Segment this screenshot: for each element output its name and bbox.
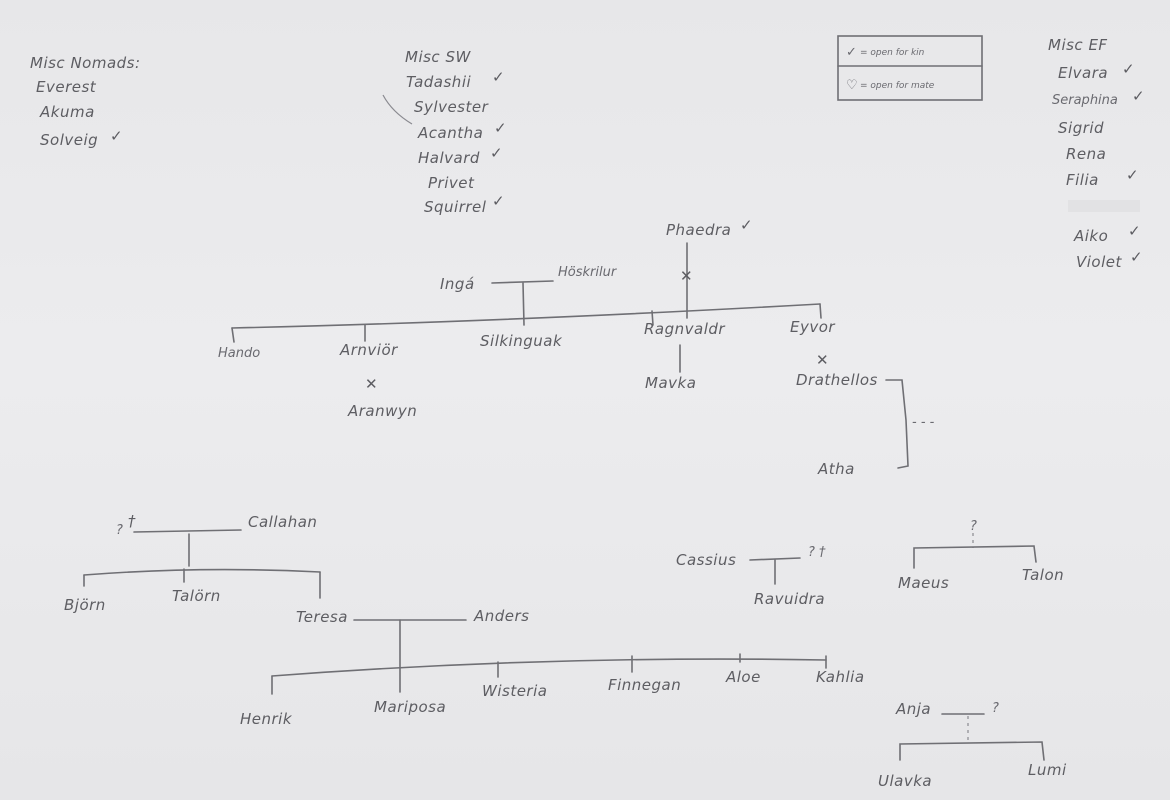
person-henrik: Henrik bbox=[240, 710, 293, 728]
tree-line bbox=[819, 303, 822, 319]
person-ravuidra: Ravuidra bbox=[754, 590, 825, 608]
legend-mate-label: = open for mate bbox=[860, 81, 935, 91]
list-item-name: Tadashii bbox=[406, 73, 471, 91]
misc-nomads-title: Misc Nomads: bbox=[30, 54, 141, 72]
list-item-name: Privet bbox=[428, 174, 475, 192]
person-bjorn: Björn bbox=[64, 596, 106, 614]
legend-box: ✓ = open for kin ♡ = open for mate bbox=[837, 35, 983, 101]
tree-bracket bbox=[885, 379, 909, 469]
check-mark: ✓ bbox=[494, 119, 507, 137]
person-phaedra: Phaedra bbox=[666, 221, 731, 239]
check-mark: ✓ bbox=[1130, 248, 1143, 266]
misc-sw-title: Misc SW bbox=[405, 48, 471, 66]
tree-line bbox=[271, 658, 827, 677]
legend-kin-symbol: ✓ bbox=[846, 45, 857, 60]
person-ragnvaldr: Ragnvaldr bbox=[644, 320, 725, 338]
person-wisteria: Wisteria bbox=[482, 682, 547, 700]
misc-sw-list: Misc SW Tadashii ✓ Sylvester Acantha ✓ H… bbox=[382, 48, 507, 216]
person-silkinguak: Silkinguak bbox=[480, 332, 563, 350]
person-mariposa: Mariposa bbox=[374, 698, 446, 716]
person-maeus: Maeus bbox=[898, 574, 949, 592]
person-teresa: Teresa bbox=[296, 608, 348, 626]
mate-cross-mark: ✕ bbox=[365, 375, 378, 393]
tree-line bbox=[83, 568, 321, 576]
check-mark: ✓ bbox=[110, 127, 123, 145]
legend-mate-symbol: ♡ bbox=[846, 78, 858, 93]
person-inga: Ingá bbox=[440, 275, 475, 293]
person-aranwyn: Aranwyn bbox=[347, 402, 417, 420]
legend-kin-label: = open for kin bbox=[860, 48, 925, 58]
unknown-partner: ? bbox=[992, 701, 999, 716]
unknown-parent: ? bbox=[116, 523, 123, 538]
person-callahan: Callahan bbox=[248, 513, 317, 531]
list-item-name: Halvard bbox=[418, 149, 480, 167]
misc-nomads-list: Misc Nomads: Everest Akuma Solveig ✓ bbox=[30, 54, 141, 149]
person-aloe: Aloe bbox=[725, 668, 761, 686]
tree-line bbox=[913, 545, 1037, 569]
person-talorn: Talörn bbox=[172, 587, 221, 605]
list-item-name: Everest bbox=[36, 78, 97, 96]
unknown-parent: ? bbox=[970, 519, 977, 534]
tree-line bbox=[133, 529, 242, 533]
list-item-name: Acantha bbox=[417, 124, 483, 142]
person-atha: Atha bbox=[817, 460, 855, 478]
family-tree-middle: Cassius ? † Ravuidra bbox=[676, 545, 826, 608]
tree-line bbox=[749, 557, 801, 561]
person-talon: Talon bbox=[1022, 566, 1064, 584]
list-item-name: Elvara bbox=[1058, 64, 1108, 82]
person-anders: Anders bbox=[473, 607, 530, 625]
check-mark: ✓ bbox=[1122, 60, 1135, 78]
person-kahlia: Kahlia bbox=[816, 668, 865, 686]
tree-line bbox=[899, 741, 1045, 761]
person-mavka: Mavka bbox=[645, 374, 696, 392]
family-tree-right: ? Maeus Talon Anja ? Ulavka Lumi bbox=[878, 519, 1067, 790]
list-item-name: Seraphina bbox=[1052, 93, 1118, 108]
check-mark: ✓ bbox=[492, 192, 505, 210]
unknown-partner: ? † bbox=[808, 545, 826, 560]
list-item-name: Squirrel bbox=[424, 198, 487, 216]
deceased-mark: † bbox=[128, 512, 136, 530]
misc-ef-title: Misc EF bbox=[1048, 36, 1108, 54]
pencil-stroke bbox=[382, 94, 413, 125]
check-mark: ✓ bbox=[1126, 166, 1139, 184]
list-item-name: Filia bbox=[1066, 171, 1099, 189]
tree-line bbox=[231, 303, 821, 329]
check-mark: ✓ bbox=[492, 68, 505, 86]
legend-frame bbox=[837, 35, 983, 101]
check-mark: ✓ bbox=[1132, 87, 1145, 105]
mate-cross-mark: ✕ bbox=[680, 267, 693, 285]
list-item-name: Violet bbox=[1076, 253, 1123, 271]
misc-ef-list: Misc EF Elvara ✓ Seraphina ✓ Sigrid Rena… bbox=[1048, 36, 1145, 271]
check-mark: ✓ bbox=[490, 144, 503, 162]
continuation-dots: - - - bbox=[912, 415, 935, 430]
list-item-name: Sigrid bbox=[1058, 119, 1104, 137]
list-item-name: Akuma bbox=[39, 103, 95, 121]
list-item-name: Rena bbox=[1066, 145, 1106, 163]
person-arnvior: Arnviör bbox=[339, 341, 398, 359]
list-item-name: Aiko bbox=[1073, 227, 1108, 245]
person-drathellos: Drathellos bbox=[796, 371, 878, 389]
person-anja: Anja bbox=[895, 700, 931, 718]
person-lumi: Lumi bbox=[1028, 761, 1067, 779]
person-hoskuldur: Höskrilur bbox=[558, 265, 618, 280]
person-finnegan: Finnegan bbox=[608, 676, 681, 694]
check-mark: ✓ bbox=[740, 216, 753, 234]
tree-line bbox=[491, 280, 554, 284]
check-mark: ✓ bbox=[1128, 222, 1141, 240]
mate-cross-mark: ✕ bbox=[816, 351, 829, 369]
tree-line bbox=[231, 327, 235, 343]
family-tree-top: Phaedra ✓ ✕ Ingá Höskrilur Hando Arnviör… bbox=[218, 216, 935, 478]
list-item-name: Solveig bbox=[40, 131, 98, 149]
person-ulavka: Ulavka bbox=[878, 772, 932, 790]
list-item-name: Sylvester bbox=[414, 98, 489, 116]
person-eyvor: Eyvor bbox=[790, 318, 835, 336]
erased-entry bbox=[1068, 200, 1140, 212]
family-tree-left: ? † Callahan Björn Talörn Teresa Anders … bbox=[64, 512, 865, 728]
tree-line bbox=[651, 310, 654, 326]
person-cassius: Cassius bbox=[676, 551, 736, 569]
person-hando: Hando bbox=[218, 346, 260, 361]
